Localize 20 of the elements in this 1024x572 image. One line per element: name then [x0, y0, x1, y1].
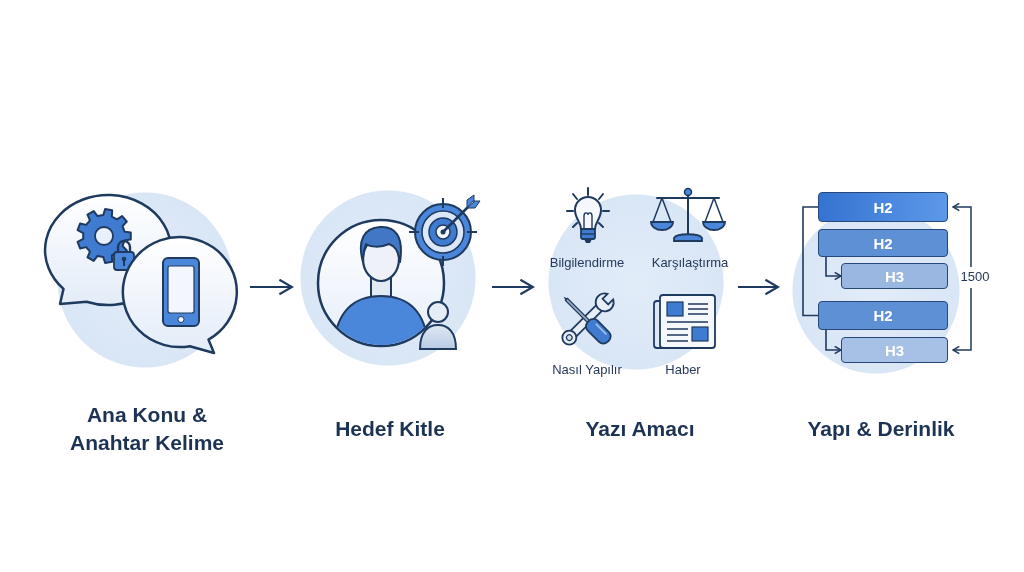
arrow — [825, 256, 842, 281]
step-title: Ana Konu & Anahtar Kelime — [68, 402, 225, 456]
heading-bar: H2 — [818, 229, 948, 257]
category-label: Bilgilendirme — [549, 255, 625, 271]
arrow — [250, 278, 294, 296]
category-label: Haber — [665, 362, 701, 378]
arrow — [825, 329, 842, 355]
step-title: Yazı Amacı — [585, 416, 695, 442]
category-label: Karşılaştırma — [651, 255, 729, 271]
connector-line — [802, 206, 819, 317]
heading-bar: H2 — [818, 192, 948, 222]
heading-bar: H3 — [841, 263, 948, 289]
arrow — [492, 278, 535, 296]
dimension-label: 1500 — [960, 269, 990, 285]
category-label: Nasıl Yapılır — [552, 362, 622, 378]
heading-bar: H3 — [841, 337, 948, 363]
arrow — [738, 278, 780, 296]
step-title: Yapı & Derinlik — [807, 416, 955, 442]
heading-bar: H2 — [818, 301, 948, 330]
step-title: Hedef Kitle — [335, 416, 445, 442]
